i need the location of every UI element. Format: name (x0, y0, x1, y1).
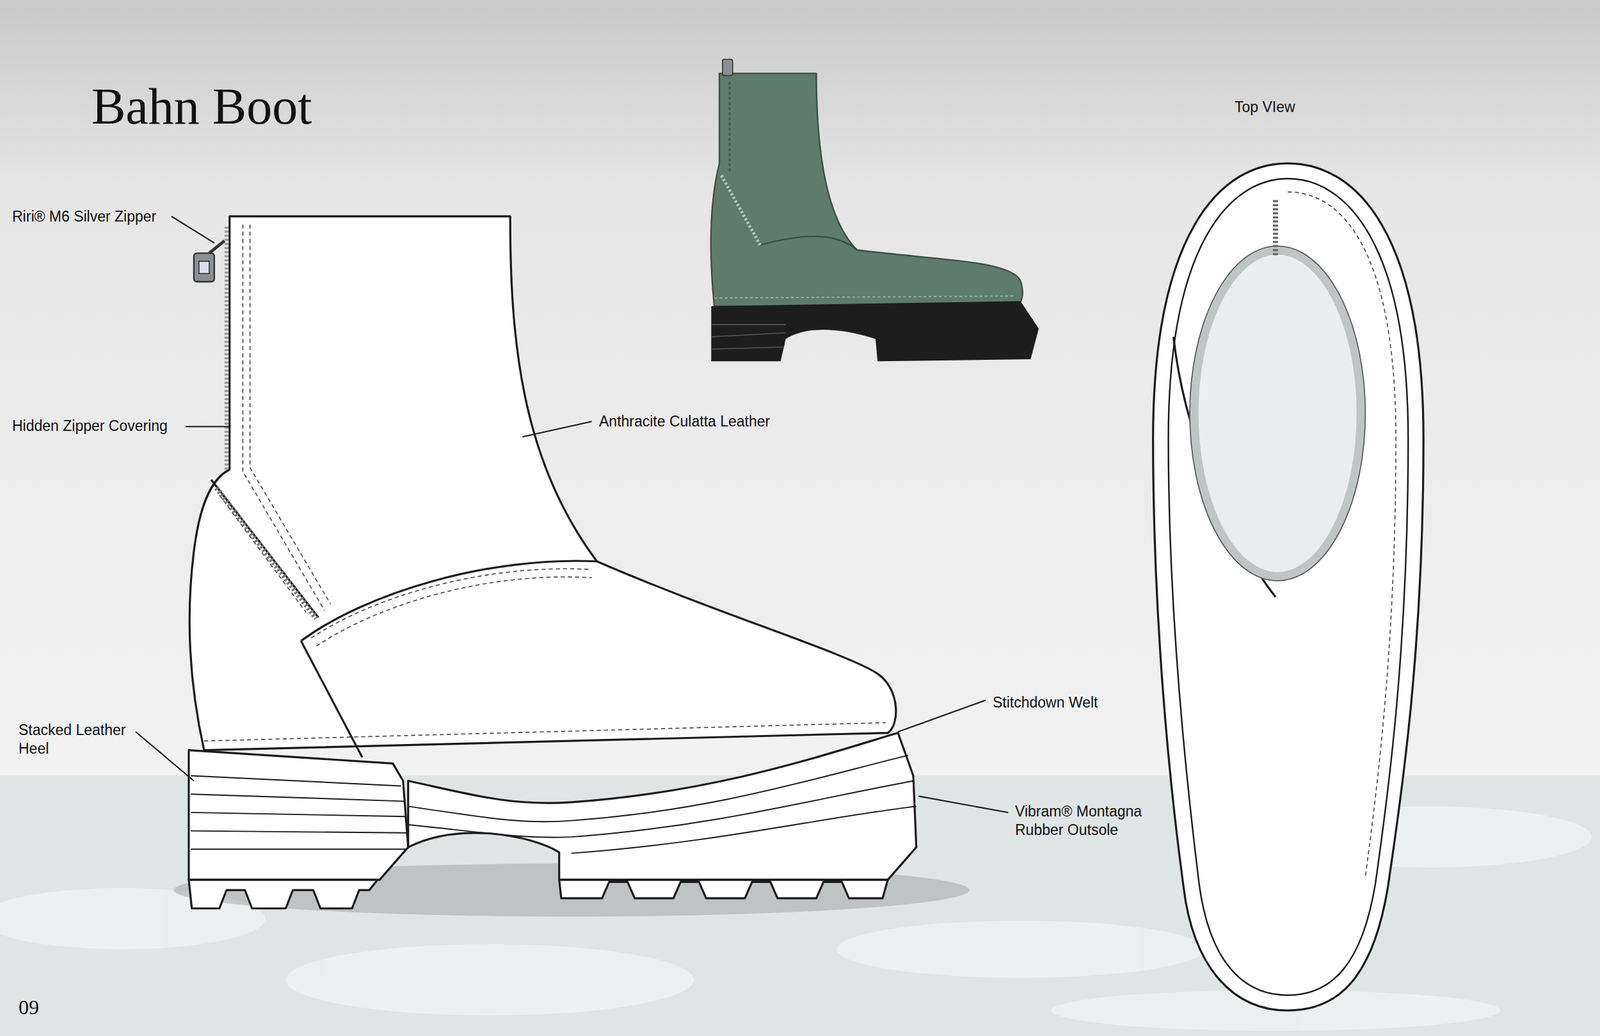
sole-lines (190, 755, 917, 854)
callout-label: Anthracite Culatta Leather (599, 412, 770, 431)
top-view-boot (1153, 163, 1424, 1010)
callout-label: Vibram® Montagna Rubber Outsole (1015, 801, 1166, 840)
color-render-boot (711, 58, 1039, 361)
page-title: Bahn Boot (91, 78, 312, 135)
callout-label: Riri® M6 Silver Zipper (12, 207, 157, 226)
zipper-pull (193, 240, 225, 282)
zipper-teeth (216, 487, 317, 619)
callout-label: Hidden Zipper Covering (12, 416, 168, 436)
callout-label: Stitchdown Welt (992, 693, 1098, 712)
hidden-zipper (224, 226, 229, 470)
callout-label: Stacked Leather Heel (18, 720, 141, 758)
view-label: Top VIew (1234, 97, 1296, 117)
page-number: 09 (18, 993, 40, 1020)
